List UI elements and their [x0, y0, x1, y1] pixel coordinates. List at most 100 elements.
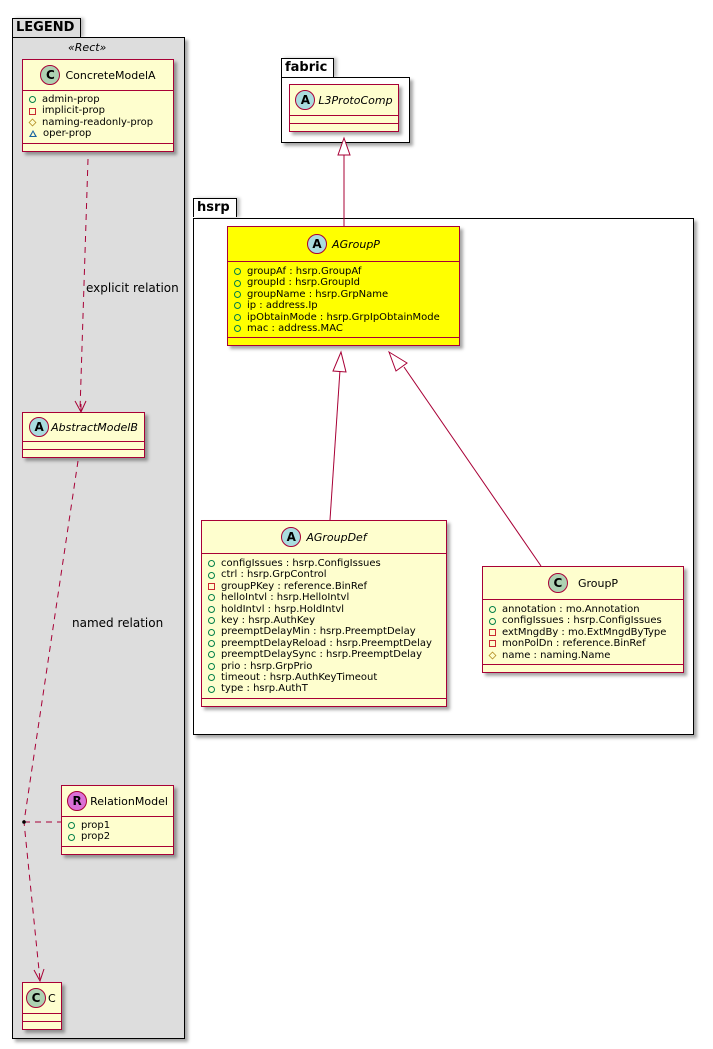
attribute-text: groupId : hsrp.GroupId [247, 277, 360, 289]
attribute-row: groupName : hsrp.GrpName [234, 289, 453, 300]
legend-package-name: LEGEND [16, 20, 75, 35]
attribute-row: timeout : hsrp.AuthKeyTimeout [208, 672, 440, 683]
class-abstract-model-b[interactable]: A AbstractModelB [22, 412, 145, 458]
class-agroupp[interactable]: A AGroupP groupAf : hsrp.GroupAf groupId… [227, 226, 460, 347]
legend-stereotype: «Rect» [68, 41, 107, 54]
operations-compartment [62, 847, 173, 854]
explicit-relation-label: explicit relation [86, 281, 179, 295]
attribute-text: mac : address.MAC [247, 323, 343, 335]
public-visibility-icon [208, 560, 215, 568]
attribute-text: preemptDelayMin : hsrp.PreemptDelay [221, 626, 416, 638]
class-l3protocomp[interactable]: A L3ProtoComp [289, 84, 399, 132]
attribute-text: extMngdBy : mo.ExtMngdByType [502, 626, 667, 638]
public-visibility-icon [208, 628, 215, 636]
attribute-text: name : naming.Name [502, 649, 611, 661]
attribute-text: type : hsrp.AuthT [221, 683, 308, 695]
class-kind-icon: C [26, 988, 46, 1008]
class-name: C [48, 991, 56, 1005]
attribute-row: ip : address.Ip [234, 300, 453, 311]
public-visibility-icon [234, 279, 241, 287]
attribute-row: key : hsrp.AuthKey [208, 615, 440, 626]
attribute-row: annotation : mo.Annotation [489, 604, 677, 615]
class-kind-icon: C [547, 573, 568, 593]
class-groupp[interactable]: C GroupP annotation : mo.Annotation conf… [482, 566, 684, 674]
attribute-text: holdIntvl : hsrp.HoldIntvl [221, 603, 345, 615]
attribute-text: preemptDelaySync : hsrp.PreemptDelay [221, 649, 422, 661]
fabric-package-name: fabric [285, 60, 328, 75]
class-agroupdef[interactable]: A AGroupDef configIssues : hsrp.ConfigIs… [201, 520, 447, 707]
attribute-text: ctrl : hsrp.GrpControl [221, 569, 327, 581]
attribute-text: naming-readonly-prop [42, 116, 154, 128]
attribute-row: configIssues : hsrp.ConfigIssues [489, 615, 677, 626]
attribute-list [23, 442, 144, 450]
attribute-text: groupAf : hsrp.GroupAf [247, 266, 362, 277]
public-visibility-icon [208, 594, 215, 602]
hsrp-package-tab: hsrp [193, 198, 237, 217]
class-kind-icon: A [295, 90, 316, 110]
public-visibility-icon [208, 674, 215, 682]
public-visibility-icon [208, 651, 215, 659]
private-visibility-icon [489, 629, 496, 637]
public-visibility-icon [208, 605, 215, 613]
attribute-row: naming-readonly-prop [28, 116, 167, 128]
attribute-list: configIssues : hsrp.ConfigIssues ctrl : … [202, 554, 446, 699]
attribute-row: helloIntvl : hsrp.HelloIntvl [208, 592, 440, 603]
operations-compartment [23, 144, 173, 151]
public-visibility-icon [234, 291, 241, 299]
public-visibility-icon [234, 313, 241, 321]
legend-package [12, 37, 185, 1039]
public-visibility-icon [234, 302, 241, 310]
class-name: GroupP [577, 576, 619, 590]
attribute-row: preemptDelayReload : hsrp.PreemptDelay [208, 638, 440, 649]
attribute-row: extMngdBy : mo.ExtMngdByType [489, 627, 677, 638]
attribute-row: configIssues : hsrp.ConfigIssues [208, 558, 440, 569]
operations-compartment [228, 338, 459, 345]
operations-compartment [483, 665, 683, 672]
public-visibility-icon [234, 268, 241, 276]
class-concrete-model-a[interactable]: C ConcreteModelA admin-prop implicit-pro… [22, 59, 174, 152]
attribute-row: type : hsrp.AuthT [208, 683, 440, 694]
attribute-list: admin-prop implicit-prop naming-readonly… [23, 91, 173, 144]
class-kind-icon: A [307, 234, 328, 254]
attribute-text: admin-prop [42, 94, 100, 105]
attribute-row: preemptDelayMin : hsrp.PreemptDelay [208, 626, 440, 637]
attribute-row: prop2 [68, 831, 167, 842]
class-kind-icon: A [29, 417, 50, 437]
attribute-row: prop1 [68, 820, 167, 831]
package-visibility-icon [29, 130, 37, 138]
attribute-text: implicit-prop [42, 105, 105, 117]
attribute-row: groupAf : hsrp.GroupAf [234, 266, 453, 277]
operations-compartment [23, 450, 144, 457]
attribute-text: configIssues : hsrp.ConfigIssues [221, 558, 381, 569]
public-visibility-icon [208, 571, 215, 579]
public-visibility-icon [29, 96, 36, 104]
class-relation-model[interactable]: R RelationModel prop1 prop2 [61, 785, 174, 855]
named-relation-label: named relation [72, 616, 164, 630]
class-kind-icon: C [40, 65, 61, 85]
class-c[interactable]: C C [22, 982, 62, 1030]
public-visibility-icon [489, 606, 496, 614]
attribute-text: oper-prop [43, 128, 92, 140]
attribute-row: preemptDelaySync : hsrp.PreemptDelay [208, 649, 440, 660]
legend-package-tab: LEGEND [12, 18, 82, 37]
attribute-text: prop2 [81, 831, 111, 843]
protected-visibility-icon [28, 118, 37, 127]
attribute-text: prio : hsrp.GrpPrio [221, 660, 313, 672]
private-visibility-icon [208, 583, 215, 591]
attribute-row: holdIntvl : hsrp.HoldIntvl [208, 604, 440, 615]
attribute-text: ipObtainMode : hsrp.GrpIpObtainMode [247, 311, 440, 323]
class-kind-icon: A [281, 527, 302, 547]
attribute-list [23, 1014, 61, 1022]
attribute-row: admin-prop [29, 94, 167, 105]
class-name: AGroupDef [306, 530, 367, 544]
private-visibility-icon [489, 640, 496, 648]
protected-visibility-icon [488, 651, 497, 660]
attribute-text: annotation : mo.Annotation [502, 604, 640, 615]
class-name: AGroupP [332, 237, 380, 251]
attribute-list [290, 116, 398, 124]
class-name: ConcreteModelA [65, 68, 156, 82]
public-visibility-icon [208, 662, 215, 670]
public-visibility-icon [234, 325, 241, 333]
attribute-row: monPolDn : reference.BinRef [489, 638, 677, 649]
attribute-text: groupPKey : reference.BinRef [221, 580, 368, 592]
